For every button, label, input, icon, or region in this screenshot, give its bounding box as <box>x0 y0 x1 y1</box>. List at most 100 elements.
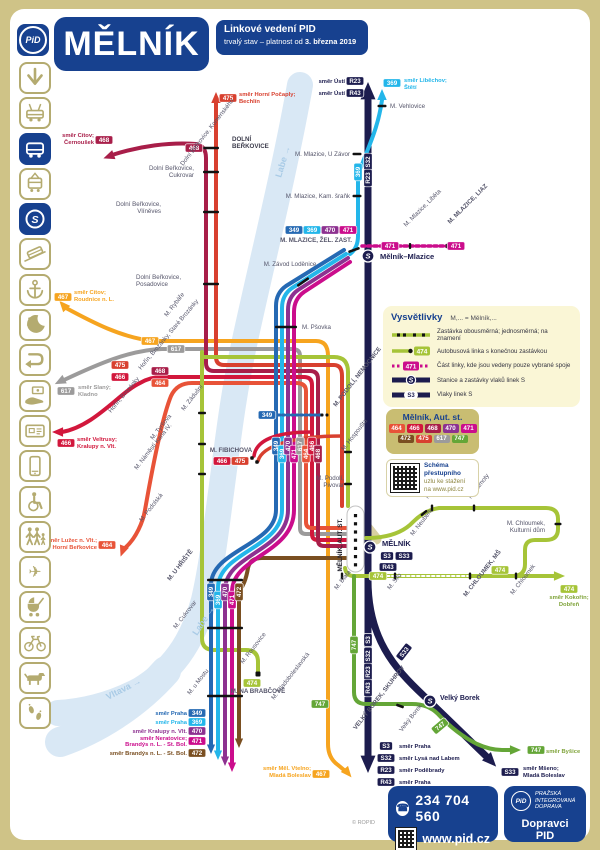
direction-arrow <box>211 92 221 104</box>
sidebar-icon-wheelchair[interactable] <box>19 485 51 518</box>
sidebar-icon-ferry[interactable] <box>19 273 51 306</box>
sidebar-icon-metro[interactable] <box>19 62 51 94</box>
direction-arrow <box>206 744 216 754</box>
legend-row-stop: Zastávka obousměrná; jednosměrná; na zna… <box>391 328 572 342</box>
stop-tick <box>352 194 362 198</box>
sidebar-icon-bicycle[interactable] <box>19 626 51 659</box>
map-line-orange467 <box>64 306 346 772</box>
route-badge-R43: R43 <box>376 777 396 787</box>
svg-text:R23: R23 <box>365 666 372 678</box>
map-label: M. Podolí, <box>316 475 344 482</box>
map-label: M. Mlazice, Liběta <box>402 188 443 229</box>
svg-text:S33: S33 <box>398 553 410 560</box>
stop-tick <box>207 626 243 630</box>
route-badge-467: 467 <box>140 336 160 346</box>
stop-tick <box>468 572 472 580</box>
route-badge-466: 466 <box>212 456 232 466</box>
bicycle-icon <box>24 635 46 652</box>
sidebar-icon-train-s[interactable]: S <box>19 203 51 236</box>
sidebar-icon-trolleybus[interactable] <box>19 97 51 130</box>
sidebar-icon-card[interactable] <box>19 414 51 447</box>
sidebar-icon-bus[interactable] <box>19 132 51 165</box>
map-label: M. Chloumek, <box>507 520 545 527</box>
direction-arrow <box>234 738 244 748</box>
svg-text:S3: S3 <box>383 553 391 560</box>
sidebar-icon-family[interactable] <box>19 520 51 553</box>
stop-tick <box>320 413 324 417</box>
sidebar-icon-airplane[interactable]: ✈ <box>19 556 51 589</box>
svg-text:470: 470 <box>285 440 292 451</box>
hub-badge-472: 472 <box>397 434 414 443</box>
map-label: M. Mlazice, U Závor <box>295 151 350 158</box>
svg-text:471: 471 <box>291 448 298 459</box>
map-label: směr Lužec n. Vlt.; <box>46 538 97 544</box>
stop-tick <box>325 413 329 417</box>
direction-arrow <box>103 150 116 160</box>
map-label: směr Cítov; <box>62 133 94 139</box>
map-label: Bechlín <box>239 99 260 105</box>
svg-text:617: 617 <box>297 440 304 451</box>
svg-text:464: 464 <box>102 542 113 549</box>
map-label: Štětí <box>404 83 417 91</box>
hub-title: Mělník, Aut. st. <box>402 412 463 422</box>
svg-text:474: 474 <box>417 349 428 356</box>
stop-tick <box>207 578 243 582</box>
route-badge-464: 464 <box>97 540 117 550</box>
svg-text:471: 471 <box>385 243 396 250</box>
hub-badge-466: 466 <box>406 424 423 433</box>
svg-text:369: 369 <box>355 166 362 177</box>
sidebar-icon-payment[interactable] <box>19 379 51 412</box>
sidebar-icon-mobile[interactable] <box>19 450 51 483</box>
svg-text:S3: S3 <box>407 393 415 399</box>
route-badge-369: 369 <box>187 717 207 727</box>
map-label: M. Mlazice, Kam. šraňk <box>286 193 351 200</box>
map-line-red466 <box>252 430 314 458</box>
direction-arrow <box>54 374 67 385</box>
route-badge-S32: S32 <box>363 646 373 666</box>
map-label: M. FIBICHOVA <box>210 447 253 454</box>
direction-arrow <box>59 300 71 313</box>
stop-tick <box>344 482 352 486</box>
direction-arrow <box>220 756 230 766</box>
info-line1: Linkové vedení PID <box>224 24 316 35</box>
page-title: MĚLNÍK <box>63 24 200 63</box>
website-url[interactable]: www.pid.cz <box>422 832 490 846</box>
pid-footer-logo-icon: PiD <box>511 791 531 811</box>
route-badge-S3: S3 <box>380 551 394 561</box>
contact-box: ☎ 234 704 560 www.pid.cz <box>388 786 498 850</box>
svg-text:466: 466 <box>115 374 126 381</box>
qr-download-box: Schéma přestupního uzlu ke stažení na ww… <box>386 459 479 497</box>
direction-arrow <box>509 745 521 755</box>
legend-row-terminus: 474 Autobusová linka s konečnou zastávko… <box>391 346 572 356</box>
sidebar-icon-funicular[interactable] <box>19 238 51 271</box>
info-line2: trvalý stav – platnost od 3. března 2019 <box>224 37 357 46</box>
train-s-icon: S <box>25 209 45 229</box>
svg-text:468: 468 <box>99 137 110 144</box>
validity-date: 3. března 2019 <box>304 37 357 46</box>
svg-text:S33: S33 <box>504 769 516 776</box>
wheelchair-icon <box>28 491 43 511</box>
svg-text:S: S <box>427 697 432 706</box>
map-line-red466 <box>60 375 348 542</box>
bus-station-berth-dot <box>353 538 358 542</box>
stop-tick <box>554 522 562 526</box>
stop-tick <box>430 504 434 512</box>
map-label: směr Lysá nad Labem <box>399 756 460 762</box>
sidebar-icon-pram[interactable] <box>19 591 51 624</box>
sidebar-icon-backtrack[interactable] <box>19 344 51 377</box>
s-station-symbol: S <box>391 375 431 386</box>
map-label: Vlíněves <box>137 208 161 215</box>
map-label: Kladno <box>78 392 98 398</box>
svg-text:471: 471 <box>192 738 203 745</box>
map-line-red475 <box>256 434 344 463</box>
sidebar-icon-dog[interactable] <box>19 662 51 695</box>
route-badge-468: 468 <box>150 366 170 376</box>
phone-icon: ☎ <box>396 800 410 816</box>
sidebar-icon-tram[interactable] <box>19 167 51 200</box>
map-label: směr Praha <box>399 780 431 786</box>
sidebar-icon-night[interactable] <box>19 309 51 342</box>
sidebar-icon-walk[interactable] <box>19 697 51 730</box>
bus-station-berth-dot <box>353 546 358 550</box>
